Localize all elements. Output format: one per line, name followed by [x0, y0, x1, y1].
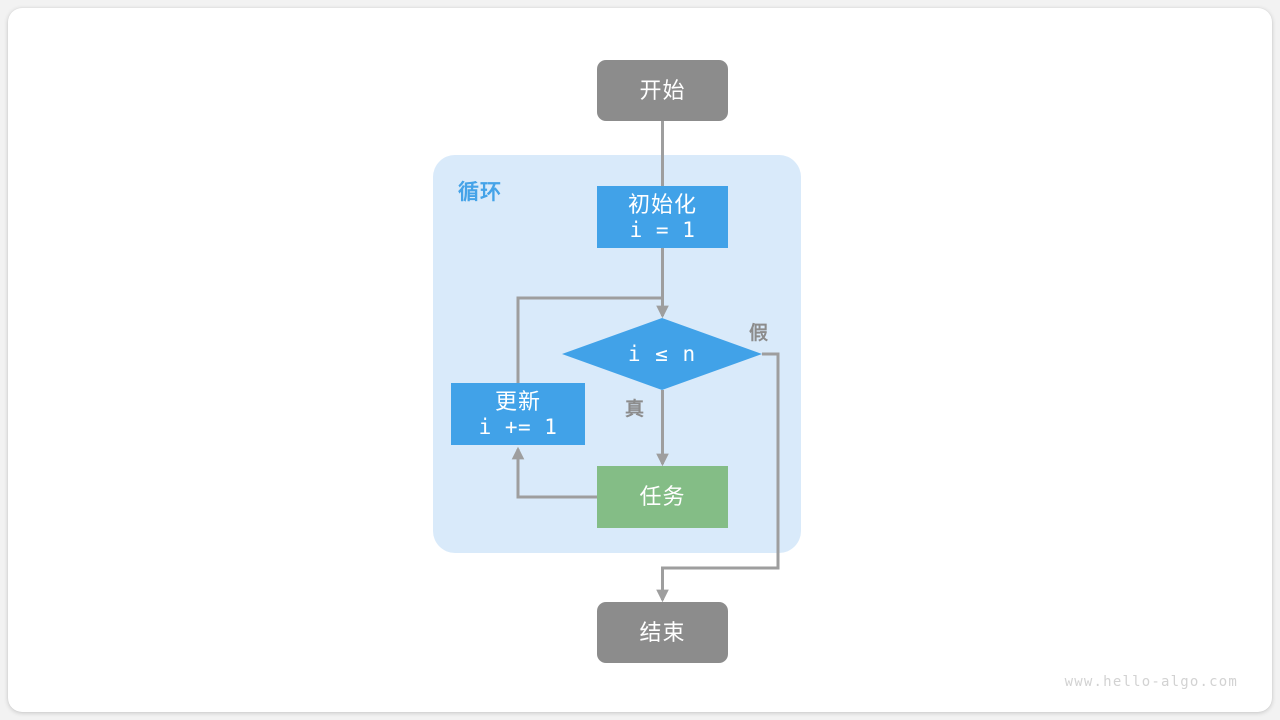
node-task[interactable]: 任务: [597, 466, 728, 528]
node-decision[interactable]: i ≤ n: [562, 318, 762, 390]
node-update-label: 更新: [494, 388, 541, 414]
edge-label-true: 真: [625, 399, 646, 420]
node-end-label: 结束: [639, 619, 686, 645]
node-start-label: 开始: [639, 77, 686, 103]
node-start[interactable]: 开始: [597, 60, 728, 121]
edge-label-false: 假: [749, 323, 770, 344]
decision-diamond-shape: [562, 318, 762, 390]
watermark: www.hello-algo.com: [1064, 674, 1238, 690]
node-initialize-label: 初始化: [627, 191, 697, 217]
diagram-page-card: 循环: [8, 8, 1272, 712]
node-initialize-code: i = 1: [629, 217, 696, 242]
node-update-code: i += 1: [478, 414, 558, 439]
loop-container-label: 循环: [458, 181, 502, 204]
node-decision-code: i ≤ n: [627, 342, 697, 366]
node-task-label: 任务: [639, 484, 686, 510]
node-update[interactable]: 更新 i += 1: [451, 383, 585, 445]
node-end[interactable]: 结束: [597, 602, 728, 663]
node-initialize[interactable]: 初始化 i = 1: [597, 186, 728, 248]
